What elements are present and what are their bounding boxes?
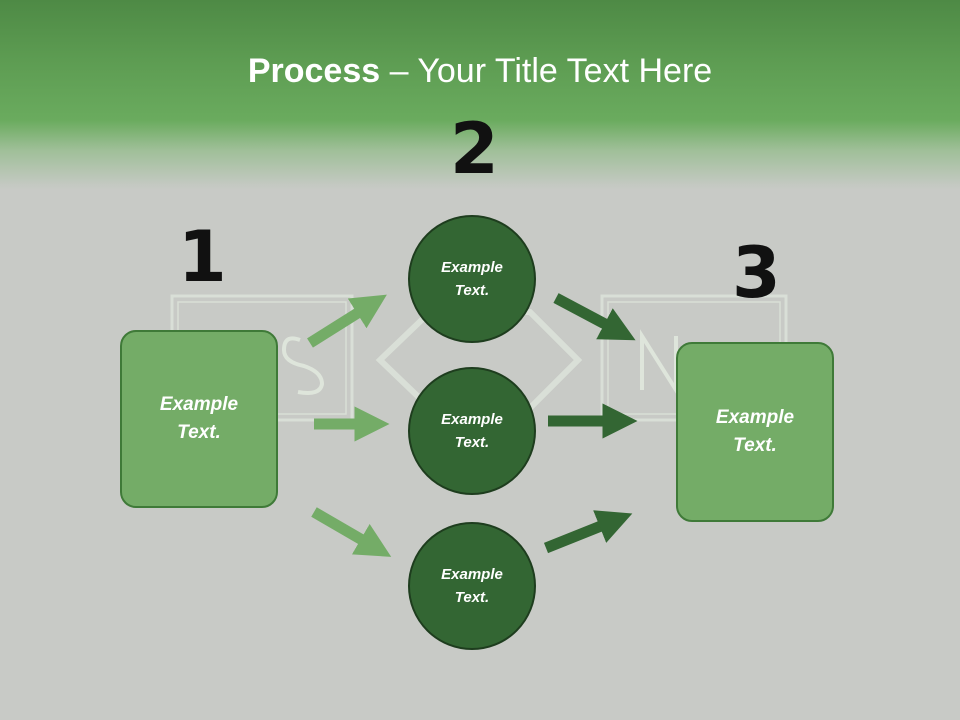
circle-middle: Example Text. <box>408 367 536 495</box>
circle-bottom-line1: Example <box>441 565 503 583</box>
step-number-1: 1 <box>178 216 227 298</box>
circle-top-line1: Example <box>441 258 503 276</box>
arrow-left-to-top <box>307 294 387 348</box>
circle-top-line2: Text. <box>454 282 490 299</box>
circle-middle-line1: Example <box>441 410 503 428</box>
left-process-box: Example Text. <box>120 330 278 508</box>
right-box-line2: Text. <box>733 435 777 456</box>
arrow-bottom-to-right <box>543 510 633 554</box>
right-process-box: Example Text. <box>676 342 834 522</box>
left-box-line2: Text. <box>177 422 221 443</box>
step-number-2: 2 <box>450 108 499 190</box>
circle-bottom: Example Text. <box>408 522 536 650</box>
left-box-line1: Example <box>159 393 239 415</box>
page-title: Process – Your Title Text Here <box>0 52 960 91</box>
title-rest: – Your Title Text Here <box>380 52 713 90</box>
circle-bottom-line2: Text. <box>454 589 490 606</box>
header-band <box>0 0 960 190</box>
right-box-line1: Example <box>715 406 795 428</box>
arrow-left-to-bottom <box>311 507 392 557</box>
circle-middle-line2: Text. <box>454 434 490 451</box>
circle-top: Example Text. <box>408 215 536 343</box>
step-number-3: 3 <box>732 232 781 314</box>
arrow-top-to-right <box>553 293 636 341</box>
title-bold: Process <box>247 52 381 90</box>
